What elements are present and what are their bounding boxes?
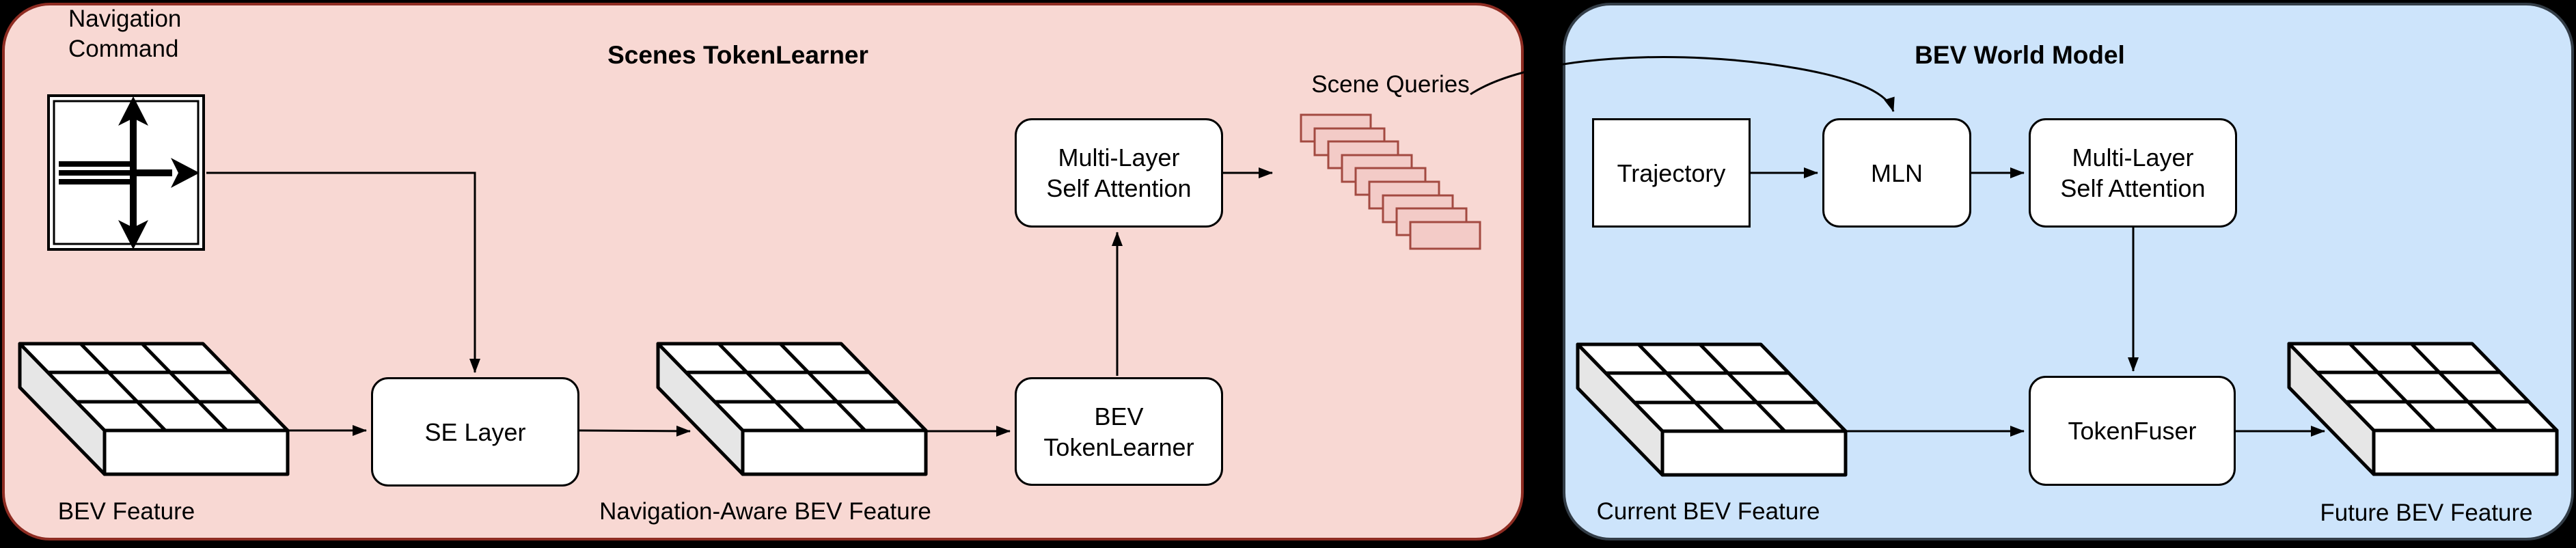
connector-navcmd-to-se-layer [206, 172, 480, 373]
scene-queries-stack [1300, 113, 1481, 250]
multi-layer-self-attention-box-left: Multi-Layer Self Attention [1015, 118, 1223, 228]
left-panel-title: Scenes TokenLearner [607, 41, 868, 69]
mln-box: MLN [1822, 118, 1971, 228]
right-panel-title: BEV World Model [1915, 41, 2125, 69]
multi-layer-self-attention-box-right: Multi-Layer Self Attention [2029, 118, 2237, 228]
bev-feature-cuboid [18, 342, 290, 476]
scene-query-token [1409, 221, 1481, 250]
tokenfuser-box: TokenFuser [2029, 376, 2236, 486]
connector-se-layer-to-navaware [579, 425, 691, 437]
current-bev-feature-cuboid [1576, 342, 1848, 477]
scene-queries-label: Scene Queries [1311, 71, 1470, 98]
future-bev-feature-label: Future BEV Feature [2320, 499, 2533, 526]
navigation-aware-bev-feature-cuboid [656, 342, 928, 476]
navigation-command-icon [47, 94, 205, 251]
current-bev-feature-label: Current BEV Feature [1596, 498, 1820, 525]
bev-tokenlearner-box: BEV TokenLearner [1015, 377, 1223, 486]
bev-feature-label: BEV Feature [57, 498, 195, 525]
se-layer-box: SE Layer [371, 377, 579, 487]
navigation-command-label: Navigation Command [68, 5, 182, 62]
connector-scene-queries-to-mln [1470, 56, 1895, 112]
trajectory-box: Trajectory [1592, 118, 1751, 228]
future-bev-feature-cuboid [2287, 342, 2559, 476]
navigation-aware-bev-feature-label: Navigation-Aware BEV Feature [599, 498, 931, 525]
